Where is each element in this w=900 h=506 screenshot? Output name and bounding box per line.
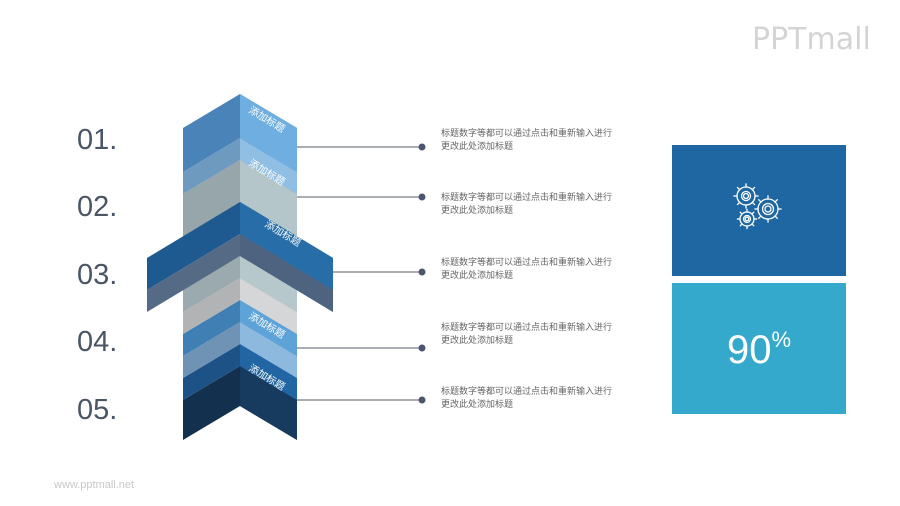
percentage-unit: % <box>771 327 792 352</box>
connector-dots <box>418 143 426 404</box>
brand-logo: PPTmall <box>752 22 871 57</box>
percentage-number: 90 <box>726 328 772 372</box>
gears-icon <box>733 183 782 230</box>
desc-line: 更改此处添加标题 <box>441 400 514 410</box>
connector-lines <box>297 146 422 401</box>
step-number-1: 01. <box>77 124 118 156</box>
step-number-2: 02. <box>77 191 118 223</box>
footer-url: www.pptmall.net <box>54 479 135 491</box>
desc-line: 标题数字等都可以通过点击和重新输入进行 <box>441 387 613 397</box>
step-number-5: 05. <box>77 394 118 426</box>
desc-line: 更改此处添加标题 <box>441 206 514 216</box>
desc-line: 标题数字等都可以通过点击和重新输入进行 <box>441 193 613 203</box>
gear-card <box>672 145 846 276</box>
percentage-value: 90% <box>672 327 846 373</box>
step-number-4: 04. <box>77 326 118 358</box>
item-description-4: 标题数字等都可以通过点击和重新输入进行 更改此处添加标题 <box>441 322 631 348</box>
desc-line: 标题数字等都可以通过点击和重新输入进行 <box>441 323 613 333</box>
item-description-5: 标题数字等都可以通过点击和重新输入进行 更改此处添加标题 <box>441 386 631 412</box>
desc-line: 更改此处添加标题 <box>441 271 514 281</box>
desc-line: 更改此处添加标题 <box>441 142 514 152</box>
step-number-3: 03. <box>77 259 118 291</box>
arrow-column <box>147 94 333 440</box>
item-description-1: 标题数字等都可以通过点击和重新输入进行 更改此处添加标题 <box>441 128 631 154</box>
desc-line: 更改此处添加标题 <box>441 336 514 346</box>
item-description-2: 标题数字等都可以通过点击和重新输入进行 更改此处添加标题 <box>441 192 631 218</box>
percentage-card: 90% <box>672 283 846 414</box>
desc-line: 标题数字等都可以通过点击和重新输入进行 <box>441 129 613 139</box>
desc-line: 标题数字等都可以通过点击和重新输入进行 <box>441 258 613 268</box>
item-description-3: 标题数字等都可以通过点击和重新输入进行 更改此处添加标题 <box>441 257 631 283</box>
